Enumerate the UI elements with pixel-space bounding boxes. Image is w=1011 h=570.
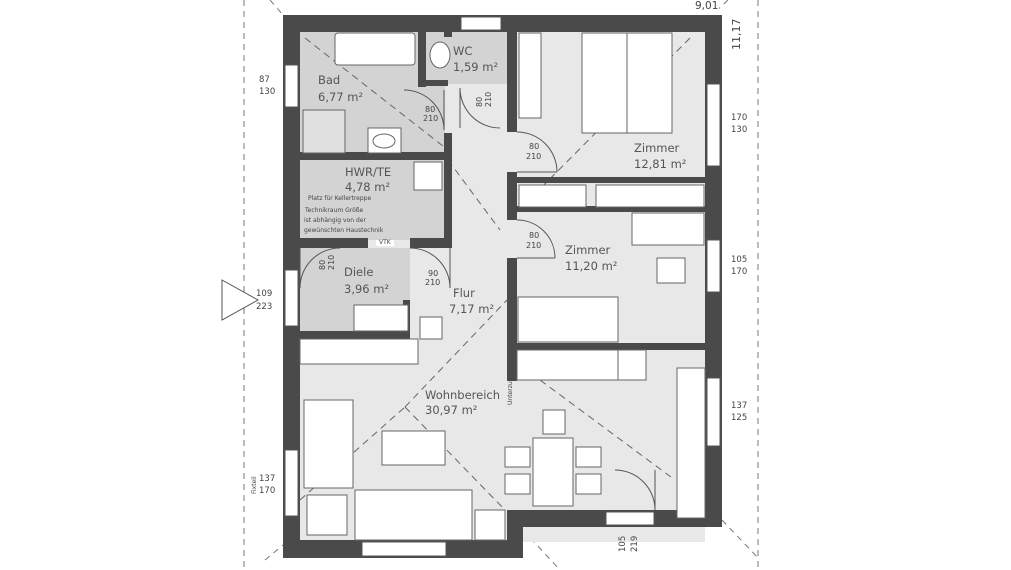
kitchen-counter [516, 349, 620, 381]
note-haustechnik: gewünschten Haustechnik [304, 227, 384, 234]
plant-left [306, 494, 348, 536]
room-bad-name: Bad [318, 73, 341, 87]
doors [299, 87, 656, 511]
room-wc-area: 1,59 m² [453, 60, 499, 74]
window-wohn-height: 170 [259, 486, 276, 496]
room-hwr-area: 4,78 m² [345, 180, 391, 194]
room-zimmer1-area: 12,81 m² [634, 157, 687, 171]
room-wc-name: WC [453, 44, 473, 58]
entrance-arrow-icon [221, 279, 260, 321]
door-zimmer1-width: 80 [529, 142, 540, 151]
stove [617, 349, 647, 381]
note-fixteil: Fixteil [251, 476, 258, 494]
note-kellertreppe: Platz für Kellertreppe [308, 195, 372, 202]
room-wohnbereich-area: 30,97 m² [425, 403, 478, 417]
window-zimmer2-height: 170 [731, 267, 748, 277]
plant-right [474, 509, 506, 541]
toilet [429, 41, 451, 69]
windows [284, 16, 721, 557]
room-bad-area: 6,77 m² [318, 90, 364, 104]
door-wc-height: 210 [484, 91, 493, 107]
note-unterzug: Unterzug [507, 377, 514, 405]
window-zimmer2-width: 105 [731, 255, 748, 265]
door-terrace-height: 219 [630, 535, 640, 552]
overall-width: 9,01 [694, 0, 720, 12]
window-zimmer1-height: 130 [731, 125, 748, 135]
wardrobe [518, 184, 587, 208]
desk [631, 212, 705, 246]
window-kitchen-width: 137 [731, 401, 748, 411]
dining-table [532, 437, 574, 507]
window-wohn-width: 137 [259, 474, 276, 484]
bathtub [334, 32, 416, 66]
window-bad-height: 130 [259, 87, 276, 97]
door-bad-height: 210 [423, 114, 439, 123]
door-flur-height: 210 [425, 278, 441, 287]
door-bad-width: 80 [425, 105, 436, 114]
window-zimmer1-width: 170 [731, 113, 748, 123]
kitchen-counter-right [676, 367, 706, 519]
window-kitchen-height: 125 [731, 413, 748, 423]
room-diele-area: 3,96 m² [344, 282, 390, 296]
note-abhaengig: ist abhängig von der [304, 217, 366, 224]
door-zimmer2-height: 210 [526, 241, 542, 250]
window-diele-width: 109 [256, 289, 273, 299]
window-bad-width: 87 [259, 75, 270, 85]
room-flur-area: 7,17 m² [449, 302, 495, 316]
door-zimmer2-width: 80 [529, 231, 540, 240]
floors [300, 32, 705, 542]
door-wc-width: 80 [475, 96, 484, 107]
door-flur-width: 90 [428, 269, 439, 278]
door-terrace-width: 105 [618, 535, 628, 552]
door-hwr-height: 210 [327, 254, 336, 270]
note-technikraum: Technikraum Größe [305, 207, 364, 214]
shower [302, 109, 346, 154]
sofa [354, 489, 473, 541]
window-diele-height: 223 [256, 302, 273, 312]
furniture [299, 32, 706, 541]
room-zimmer1-name: Zimmer [634, 141, 680, 155]
room-hwr-name: HWR/TE [345, 165, 392, 179]
room-zimmer2-area: 11,20 m² [565, 259, 618, 273]
desk-chair [656, 257, 686, 284]
room-zimmer2-name: Zimmer [565, 243, 611, 257]
washing-machine [413, 161, 443, 191]
room-flur-name: Flur [453, 286, 475, 300]
door-hwr-width: 80 [318, 259, 327, 270]
stairs [353, 304, 409, 332]
single-bed [517, 296, 619, 343]
plant [419, 316, 443, 340]
door-zimmer1-height: 210 [526, 152, 542, 161]
overall-depth: 11,17 [730, 18, 743, 51]
room-diele-name: Diele [344, 265, 374, 279]
note-vtk: VTK [376, 240, 394, 246]
coffee-table [381, 430, 446, 466]
room-wohnbereich-name: Wohnbereich [425, 388, 501, 402]
property-lines [243, 0, 761, 570]
armchair [303, 399, 354, 489]
